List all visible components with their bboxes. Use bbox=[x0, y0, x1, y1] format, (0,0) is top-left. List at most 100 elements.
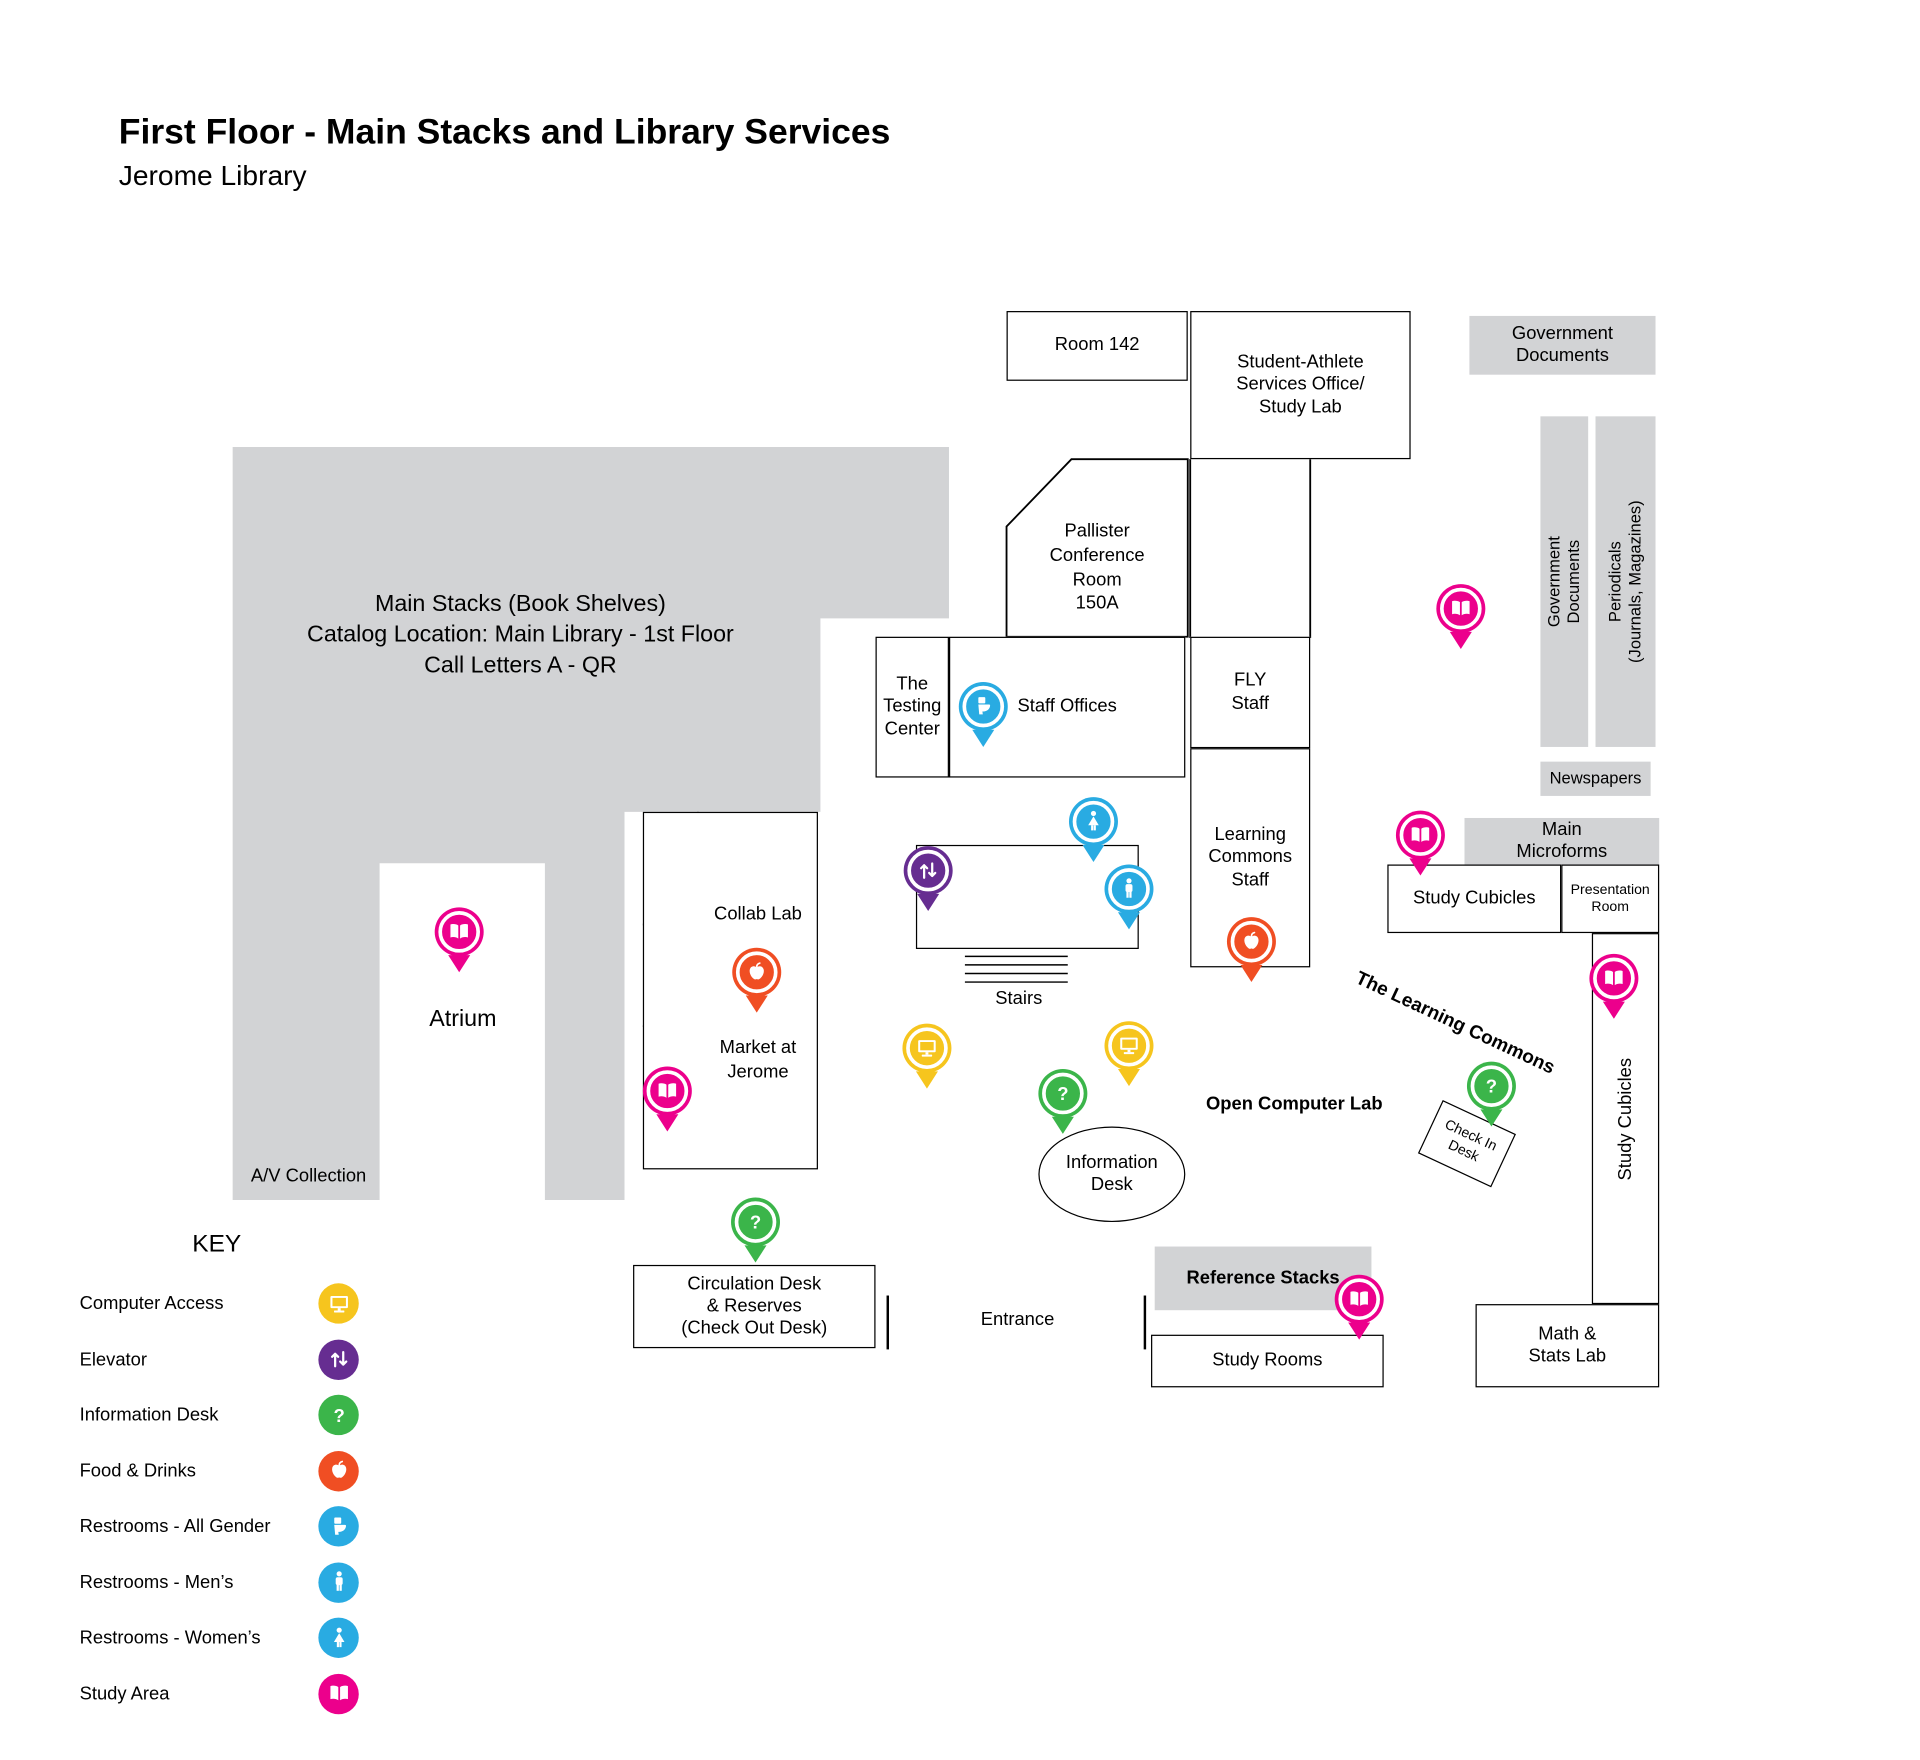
entrance-ticks bbox=[886, 1295, 1147, 1350]
pin-tail bbox=[917, 893, 940, 912]
reference-stacks: Reference Stacks bbox=[1154, 1246, 1372, 1311]
study-rooms-label: Study Rooms bbox=[1212, 1349, 1323, 1371]
legend-item-info: Information Desk? bbox=[80, 1387, 359, 1443]
restroom-women-icon bbox=[318, 1617, 359, 1659]
government-documents-box: Government Documents bbox=[1469, 315, 1656, 375]
elevator-icon bbox=[907, 849, 949, 892]
government-documents-stack: Government Documents bbox=[1540, 416, 1589, 747]
pin-tail bbox=[1051, 1116, 1074, 1134]
elevator-icon bbox=[318, 1339, 359, 1380]
page-subtitle: Jerome Library bbox=[118, 159, 307, 192]
pin-tail bbox=[1602, 1001, 1625, 1019]
study-icon bbox=[646, 1070, 689, 1112]
restroom-men-icon bbox=[318, 1562, 359, 1603]
circulation-desk: Circulation Desk & Reserves (Check Out D… bbox=[633, 1264, 876, 1349]
pin-tail bbox=[1082, 844, 1105, 863]
room-142: Room 142 bbox=[1006, 311, 1188, 381]
entrance-label: Entrance bbox=[980, 1308, 1055, 1330]
restroom-women-icon bbox=[1072, 800, 1115, 843]
study-cubicles-west-label: Study Cubicles bbox=[1413, 887, 1536, 909]
information-desk: Information Desk bbox=[1038, 1126, 1186, 1223]
staff-offices-label: Staff Offices bbox=[1017, 695, 1117, 717]
periodicals-stack-label: Periodicals (Journals, Magazines) bbox=[1605, 500, 1644, 663]
pin-tail bbox=[448, 955, 471, 973]
restroom-men-pin bbox=[1101, 868, 1157, 930]
testing-center: The Testing Center bbox=[875, 636, 949, 778]
svg-text:?: ? bbox=[1057, 1083, 1068, 1104]
pin-tail bbox=[1117, 1068, 1141, 1087]
fly-staff: FLY Staff bbox=[1190, 636, 1311, 749]
computer-icon bbox=[318, 1283, 359, 1324]
government-documents-box-label: Government Documents bbox=[1511, 322, 1613, 367]
government-documents-stack-label: Government Documents bbox=[1544, 536, 1583, 628]
study-icon bbox=[1593, 957, 1635, 1000]
pin-tail bbox=[745, 995, 768, 1013]
computer-pin bbox=[1101, 1024, 1157, 1087]
restroom-all-pin bbox=[955, 685, 1011, 747]
presentation-room-label: Presentation Room bbox=[1570, 882, 1650, 915]
legend-item-label: Elevator bbox=[79, 1349, 147, 1370]
svg-text:?: ? bbox=[750, 1211, 761, 1232]
legend-item-label: Restrooms - Women’s bbox=[79, 1627, 261, 1649]
info-icon: ? bbox=[318, 1395, 359, 1436]
market-at-jerome-label: Market at Jerome bbox=[719, 1037, 797, 1083]
food-icon bbox=[318, 1450, 359, 1492]
legend-item-study: Study Area bbox=[80, 1666, 359, 1722]
page-title: First Floor - Main Stacks and Library Se… bbox=[118, 112, 891, 152]
info-icon: ? bbox=[734, 1201, 777, 1243]
study-pin bbox=[1433, 587, 1489, 649]
pin-tail bbox=[1240, 964, 1263, 983]
legend-title: KEY bbox=[192, 1230, 242, 1258]
periodicals-stack: Periodicals (Journals, Magazines) bbox=[1595, 416, 1656, 747]
elevator-pin bbox=[900, 849, 956, 912]
info-icon: ? bbox=[1042, 1072, 1084, 1115]
collab-lab-label: Collab Lab bbox=[714, 903, 802, 925]
pin-tail bbox=[656, 1114, 679, 1132]
stairs-enclosure bbox=[915, 844, 1139, 949]
study-pin bbox=[1586, 957, 1642, 1019]
study-rooms: Study Rooms bbox=[1151, 1334, 1384, 1388]
food-pin bbox=[729, 951, 785, 1013]
av-collection-label: A/V Collection bbox=[250, 1165, 367, 1187]
legend-item-restroom-women: Restrooms - Women’s bbox=[80, 1610, 359, 1666]
legend-item-label: Food & Drinks bbox=[79, 1460, 196, 1482]
computer-icon bbox=[1108, 1024, 1150, 1067]
student-athlete-services-office: Student-Athlete Services Office/ Study L… bbox=[1190, 311, 1411, 460]
stairs-steps bbox=[964, 955, 1068, 983]
pin-tail bbox=[1480, 1109, 1503, 1127]
food-icon bbox=[735, 951, 778, 994]
legend-item-label: Computer Access bbox=[79, 1293, 224, 1315]
presentation-room: Presentation Room bbox=[1561, 864, 1660, 934]
testing-center-label: The Testing Center bbox=[883, 673, 942, 740]
main-microforms: Main Microforms bbox=[1464, 817, 1660, 865]
pallister-conference-room-label: Pallister Conference Room 150A bbox=[1049, 520, 1145, 614]
atrium-label: Atrium bbox=[429, 1006, 497, 1033]
open-computer-lab-label: Open Computer Lab bbox=[1206, 1093, 1383, 1115]
information-desk-label: Information Desk bbox=[1065, 1151, 1158, 1196]
info-pin: ? bbox=[727, 1201, 783, 1263]
study-pin bbox=[639, 1070, 695, 1132]
restroom-women-pin bbox=[1065, 800, 1121, 863]
legend-item-elevator: Elevator bbox=[80, 1332, 359, 1388]
study-icon bbox=[438, 911, 481, 953]
circulation-desk-label: Circulation Desk & Reserves (Check Out D… bbox=[681, 1272, 828, 1339]
study-cubicles-west: Study Cubicles bbox=[1387, 864, 1562, 934]
svg-text:?: ? bbox=[1486, 1075, 1497, 1096]
restroom-men-icon bbox=[1108, 868, 1150, 910]
math-stats-lab: Math & Stats Lab bbox=[1475, 1304, 1660, 1388]
study-icon bbox=[318, 1673, 359, 1714]
food-icon bbox=[1230, 920, 1273, 963]
study-icon bbox=[1399, 814, 1442, 856]
restroom-all-icon bbox=[962, 685, 1005, 728]
pin-tail bbox=[1117, 912, 1141, 930]
main-stacks-label: Main Stacks (Book Shelves) Catalog Locat… bbox=[307, 591, 734, 679]
computer-pin bbox=[899, 1027, 955, 1089]
legend-item-restroom-all: Restrooms - All Gender bbox=[80, 1499, 359, 1555]
legend-item-food: Food & Drinks bbox=[80, 1443, 359, 1499]
pin-tail bbox=[1348, 1322, 1371, 1340]
study-pin bbox=[431, 911, 487, 973]
info-icon: ? bbox=[1470, 1065, 1513, 1107]
study-pin bbox=[1331, 1278, 1387, 1340]
pallister-room-outline bbox=[1005, 458, 1189, 638]
